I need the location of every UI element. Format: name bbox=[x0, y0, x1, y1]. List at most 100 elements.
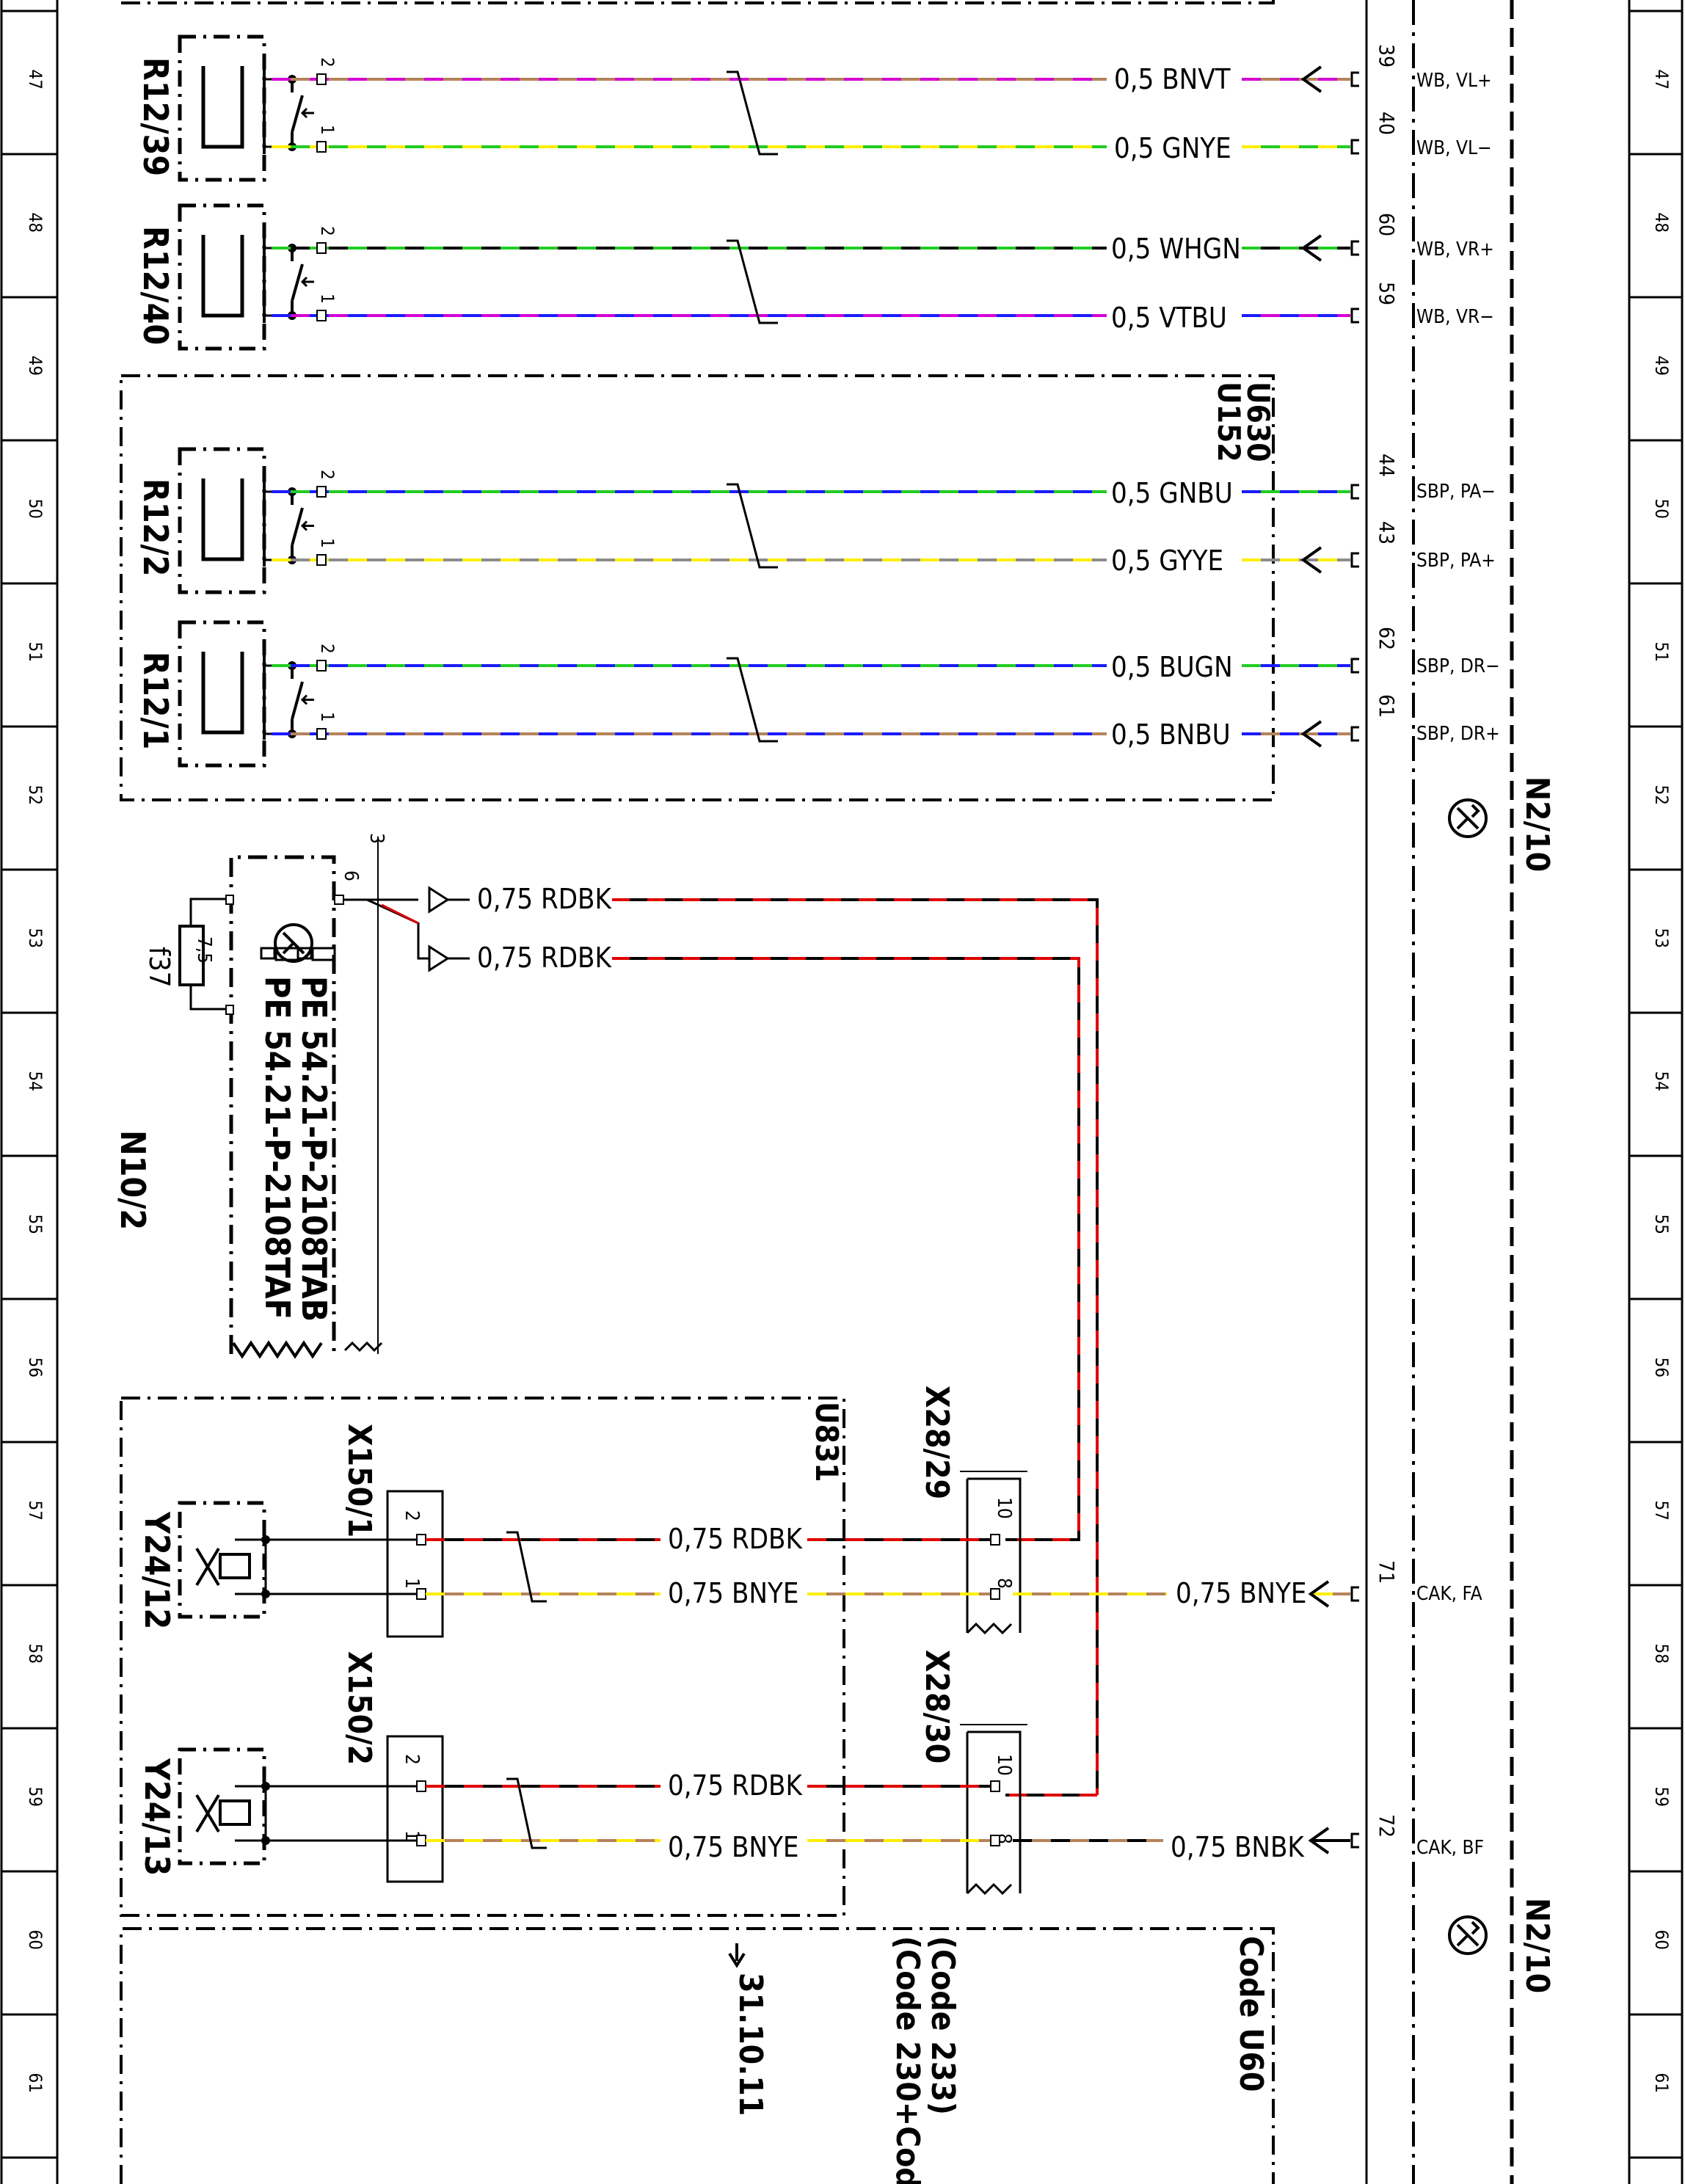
power-wires: 6 3 0,75 RDBK 0,75 RDBK bbox=[334, 833, 1099, 1797]
switch-contact-icon bbox=[291, 263, 304, 302]
code-233-label: (Code 233) bbox=[924, 1936, 961, 2115]
wire-label-bnbu: 0,5 BNBU bbox=[1111, 718, 1231, 751]
module-symbol-icon bbox=[274, 923, 313, 963]
sensor-r12-1: R12/1 bbox=[136, 622, 264, 765]
r12-2-label: R12/2 bbox=[136, 478, 175, 576]
grid-row-label: 61 bbox=[1651, 2073, 1672, 2093]
grid-row-label: 60 bbox=[1651, 1930, 1672, 1950]
grid-row-label: 61 bbox=[25, 2073, 46, 2093]
grid-row-label: 51 bbox=[1651, 642, 1672, 662]
pin-59: 59 bbox=[1375, 282, 1399, 305]
arrow-icon bbox=[300, 520, 314, 531]
wire-label-bnvt: 0,5 BNVT bbox=[1114, 63, 1231, 95]
twisted-pair-mark bbox=[727, 70, 778, 156]
switch-contact-icon bbox=[291, 681, 304, 720]
connector-pin bbox=[990, 1780, 1000, 1792]
ref-31-10-11: 31.10.11 bbox=[732, 1973, 769, 2116]
x150-1-pin-1: 1 bbox=[401, 1578, 423, 1589]
grid-row-label: 50 bbox=[1651, 499, 1672, 519]
n10-2-label: N10/2 bbox=[113, 1130, 153, 1230]
term-sbp-dr-plus: SBP, DR+ bbox=[1416, 723, 1500, 745]
terminal-pin bbox=[1350, 307, 1359, 324]
grid-row-label: 54 bbox=[1651, 1071, 1672, 1091]
power-wire-2-label: 0,75 RDBK bbox=[477, 942, 612, 974]
plug-arrow-icon bbox=[1308, 1827, 1330, 1854]
grid-row-label: 59 bbox=[25, 1787, 46, 1807]
pin-61: 61 bbox=[1375, 694, 1399, 718]
sensor-pin bbox=[316, 242, 327, 254]
grid-row-label: 57 bbox=[1651, 1501, 1672, 1521]
grid-row-label: 55 bbox=[1651, 1215, 1672, 1234]
sensor-r12-39: R12/39 bbox=[136, 37, 264, 180]
grid-row-label: 48 bbox=[1651, 213, 1672, 233]
u831-label: U831 bbox=[809, 1402, 845, 1482]
term-cak-fa: CAK, FA bbox=[1416, 1583, 1482, 1605]
sensor-pin bbox=[316, 486, 327, 498]
connector-x28-29: X28/29 10 8 bbox=[918, 1386, 1027, 1635]
twisted-pair-mark bbox=[506, 1777, 547, 1849]
wire-label-gnye: 0,5 GNYE bbox=[1114, 132, 1231, 164]
pin-44: 44 bbox=[1375, 454, 1399, 477]
connector-pin bbox=[416, 1835, 426, 1846]
term-wb-vl-minus: WB, VL− bbox=[1416, 137, 1492, 159]
term-wb-vl-plus: WB, VL+ bbox=[1416, 70, 1492, 92]
grid-row-label: 52 bbox=[1651, 785, 1672, 805]
valve-y24-13: Y24/13 bbox=[137, 1747, 267, 1876]
hand-point-icon bbox=[260, 947, 336, 961]
wire-label-gnbu: 0,5 GNBU bbox=[1111, 477, 1233, 509]
code-230-label: (Code 230+Cod bbox=[889, 1936, 926, 2184]
pin-43: 43 bbox=[1375, 521, 1399, 545]
u630-group-box bbox=[120, 374, 1275, 801]
pin-39: 39 bbox=[1375, 44, 1399, 68]
plug-arrow-icon bbox=[1308, 1580, 1330, 1608]
sensor-pin bbox=[316, 310, 327, 321]
arrow-icon bbox=[300, 107, 314, 119]
grid-row-label: 47 bbox=[25, 70, 46, 90]
sensor-pin-label: 2 bbox=[317, 226, 338, 236]
n2-10-top-label: N2/10 bbox=[1518, 776, 1556, 872]
power-ref-3: 3 bbox=[365, 833, 387, 844]
grid-row-label: 60 bbox=[25, 1930, 46, 1950]
term-sbp-pa-plus: SBP, PA+ bbox=[1416, 550, 1496, 572]
term-wb-vr-minus: WB, VR− bbox=[1416, 306, 1494, 328]
x150-1-pin-2: 2 bbox=[401, 1510, 423, 1521]
sensor-pin-label: 1 bbox=[317, 294, 338, 304]
sensor-pin bbox=[316, 554, 327, 566]
x28-30-pin-10: 10 bbox=[993, 1754, 1015, 1776]
arrow-icon bbox=[300, 276, 314, 288]
f37-label: f37 bbox=[143, 947, 175, 988]
grid-row-label: 49 bbox=[25, 356, 46, 376]
plug-arrow-icon bbox=[1300, 65, 1322, 93]
grid-row-label: 47 bbox=[1651, 70, 1672, 90]
n2-10-bottom-label: N2/10 bbox=[1518, 1898, 1556, 1993]
grid-row-label: 55 bbox=[25, 1215, 46, 1234]
grid-row-label: 56 bbox=[1651, 1358, 1672, 1377]
terminal-pin bbox=[1350, 1832, 1359, 1849]
terminal-pin bbox=[1350, 726, 1359, 742]
x150-2-pin-2: 2 bbox=[401, 1754, 423, 1765]
valve-wire-1-label: 0,75 RDBK bbox=[668, 1523, 803, 1555]
term-sbp-dr-minus: SBP, DR− bbox=[1416, 655, 1500, 677]
connector-pin bbox=[416, 1534, 426, 1546]
wire-label-bugn: 0,5 BUGN bbox=[1111, 651, 1233, 683]
twisted-pair-mark bbox=[727, 239, 778, 324]
r12-40-label: R12/40 bbox=[136, 226, 175, 345]
x28-30-label: X28/30 bbox=[918, 1650, 956, 1763]
y24-12-label: Y24/12 bbox=[137, 1511, 177, 1629]
fuse-value: 7,5 bbox=[193, 936, 215, 964]
grid-row-label: 52 bbox=[25, 785, 46, 805]
power-pin-6: 6 bbox=[340, 870, 362, 881]
pe-note-1: PE 54.21-P-2108TAB bbox=[294, 976, 334, 1322]
y24-13-label: Y24/13 bbox=[137, 1758, 177, 1876]
grid-row-label: 49 bbox=[1651, 356, 1672, 376]
switch-contact-icon bbox=[291, 95, 304, 133]
grid-row-label: 51 bbox=[25, 642, 46, 662]
pe-note-2: PE 54.21-P-2108TAF bbox=[258, 976, 297, 1320]
grid-row-label: 48 bbox=[25, 213, 46, 233]
sensor-pin bbox=[316, 73, 327, 85]
wire-label-whgn: 0,5 WHGN bbox=[1111, 233, 1241, 265]
wire-label-vtbu: 0,5 VTBU bbox=[1111, 302, 1227, 334]
twisted-pair-mark bbox=[727, 657, 778, 743]
